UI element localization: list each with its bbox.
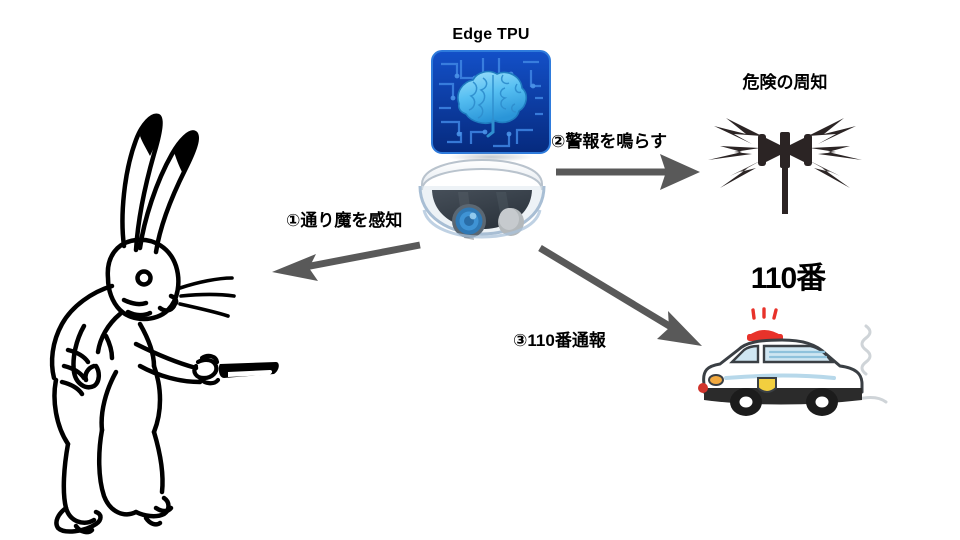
edge-tpu-node: Edge TPU: [406, 26, 576, 162]
arrow-label-police: ③110番通報: [513, 331, 606, 350]
arrow-label-detect: ①通り魔を感知: [286, 211, 403, 230]
police-call-node: 110番: [690, 262, 890, 432]
arrow-detect: [272, 241, 421, 281]
arrow-label-alarm: ②警報を鳴らす: [551, 132, 668, 151]
knife-icon: [192, 353, 279, 386]
siren-light: [747, 307, 783, 341]
edge-tpu-shadow: [448, 152, 534, 162]
danger-broadcast-node: 危険の周知: [690, 73, 880, 214]
dome-security-camera-icon: [412, 146, 552, 256]
police-number-label: 110番: [750, 262, 826, 295]
arrow-alarm: [556, 154, 700, 190]
loudspeaker-alarm-icon: [708, 118, 862, 214]
brain-circuit-board-icon: [431, 50, 551, 154]
danger-broadcast-label: 危険の周知: [742, 73, 828, 92]
edge-tpu-label: Edge TPU: [452, 26, 530, 43]
rabbit-with-knife-icon: [28, 100, 279, 535]
police-car-icon: [698, 307, 888, 416]
